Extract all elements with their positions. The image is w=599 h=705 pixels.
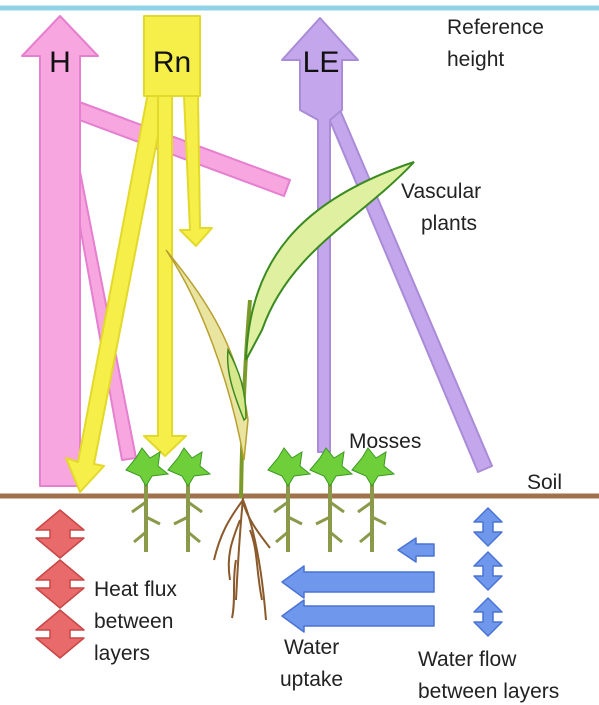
soil-label: Soil [527, 471, 562, 494]
water-uptake-short-arrow [398, 538, 434, 562]
moss-plant [352, 448, 394, 552]
rn-short-down-arrow [180, 96, 212, 246]
rn-label: Rn [153, 46, 191, 79]
moss-plant [168, 448, 210, 552]
water-flow-label-line2: between layers [418, 680, 559, 703]
h-label: H [49, 46, 71, 79]
mosses-label: Mosses [349, 430, 421, 453]
mosses [126, 448, 394, 552]
water-uptake-label-line2: uptake [280, 668, 343, 691]
heat-flux-label-line1: Heat flux [94, 578, 177, 601]
water-flow-double-arrow [474, 552, 502, 590]
water-uptake-arrow [282, 566, 434, 598]
water-uptake-arrows [282, 538, 434, 632]
reference-height-label-line1: Reference [447, 16, 544, 39]
plant-left-leaf [166, 250, 248, 460]
vascular-plants-label-line1: Vascular [401, 180, 481, 203]
plant-roots [214, 498, 270, 620]
water-flow-arrows [474, 508, 502, 636]
heat-flux-double-arrow [36, 560, 84, 608]
h-side-arrow [74, 100, 290, 196]
water-flow-double-arrow [474, 598, 502, 636]
heat-flux-double-arrow [36, 610, 84, 658]
le-label: LE [303, 46, 340, 79]
heat-flux-arrows [36, 510, 84, 658]
moss-plant [310, 448, 352, 552]
heat-flux-label-line2: between [94, 610, 173, 633]
vascular-plants-label-line2: plants [421, 212, 477, 235]
moss-plant [268, 448, 310, 552]
heat-flux-double-arrow [36, 510, 84, 558]
water-uptake-arrow [282, 600, 434, 632]
reference-height-label-line2: height [447, 48, 504, 71]
moss-plant [126, 448, 168, 552]
heat-flux-label-line3: layers [94, 642, 150, 665]
water-flow-label-line1: Water flow [418, 648, 517, 671]
water-uptake-label-line1: Water [284, 636, 339, 659]
water-flow-double-arrow [474, 508, 502, 546]
